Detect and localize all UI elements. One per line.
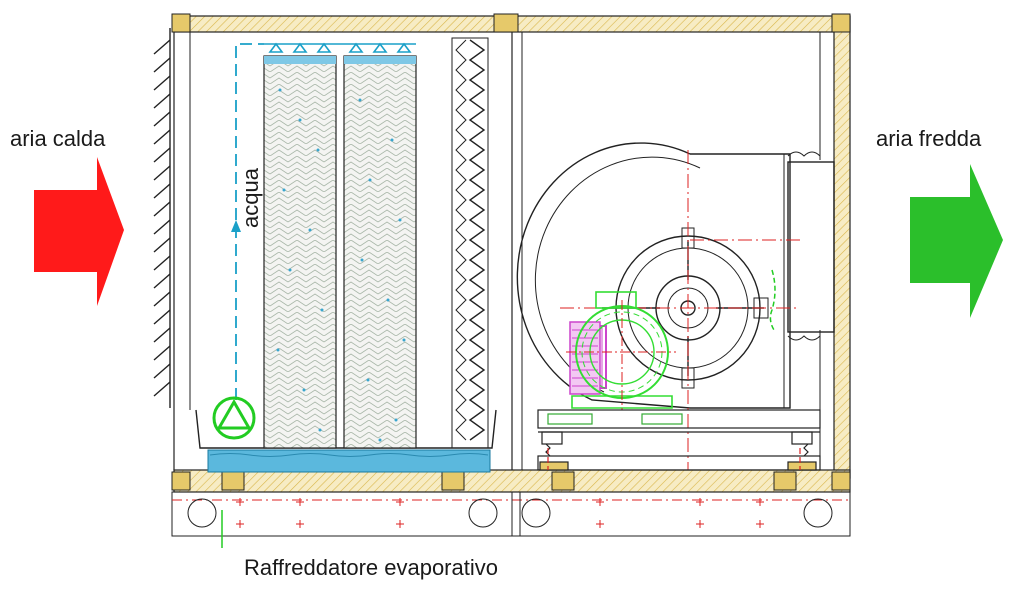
evaporative-pad-right <box>343 55 417 449</box>
centrifugal-fan-icon <box>516 142 835 409</box>
fan-base-frame <box>537 409 821 471</box>
motor-icon <box>566 291 676 410</box>
pump-icon <box>212 396 256 440</box>
hot-air-label: aria calda <box>10 126 106 151</box>
hot-air-arrow <box>34 157 124 306</box>
casing-frame <box>171 13 851 493</box>
water-pipe <box>235 43 264 400</box>
water-droplets <box>276 88 406 442</box>
belt-guard <box>769 269 776 331</box>
base-rail <box>171 491 851 537</box>
water-label: acqua <box>238 167 263 228</box>
inlet-louvres <box>153 28 171 408</box>
water-flow-arrow-icon <box>231 220 241 232</box>
fan-centerlines <box>560 150 800 470</box>
cold-air-label: aria fredda <box>876 126 982 151</box>
evaporative-pad-left <box>263 55 337 449</box>
cold-air-arrow <box>910 164 1003 318</box>
drift-eliminator <box>451 37 489 449</box>
diagram-caption: Raffreddatore evaporativo <box>244 555 498 580</box>
distribution-pipe <box>264 42 416 53</box>
